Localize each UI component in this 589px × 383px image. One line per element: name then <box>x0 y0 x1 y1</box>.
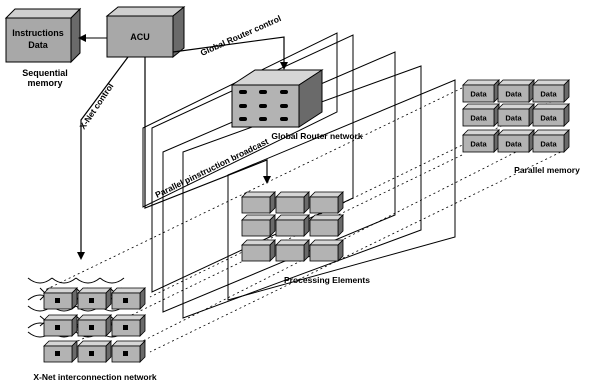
processing-element <box>309 244 339 262</box>
acu-label: ACU <box>130 32 150 42</box>
processing-element <box>309 219 339 237</box>
sequential-label: Sequential <box>22 68 68 78</box>
parallel-broadcast-label: Parallel pinstruction broadcast <box>153 136 270 200</box>
memory-cell: Data <box>505 90 522 99</box>
processing-element <box>241 219 271 237</box>
memory-cell: Data <box>540 140 557 149</box>
processing-element <box>309 196 339 214</box>
xnet-control-arrow <box>77 56 129 260</box>
data-label: Data <box>28 40 49 50</box>
memory-cell: Data <box>470 90 487 99</box>
memory-cell: Data <box>540 90 557 99</box>
acu-block: ACU <box>105 5 186 59</box>
memory-cell: Data <box>470 140 487 149</box>
global-router-cube <box>230 69 324 128</box>
processing-element <box>275 244 305 262</box>
router-ports <box>239 90 288 121</box>
plane-1 <box>142 32 338 208</box>
memory-cell: Data <box>540 114 557 123</box>
processing-element <box>275 219 305 237</box>
processing-element <box>241 244 271 262</box>
pe-grid <box>241 191 344 262</box>
processing-element <box>275 196 305 214</box>
memory-cell: Data <box>505 140 522 149</box>
plane-4 <box>182 65 422 319</box>
xnet-network <box>27 277 146 363</box>
memory-cell: Data <box>505 114 522 123</box>
processing-elements-label: Processing Elements <box>284 275 370 285</box>
xnet-network-label: X-Net interconnection network <box>33 372 157 382</box>
memory-label: memory <box>27 78 62 88</box>
instructions-label: Instructions <box>12 28 64 38</box>
global-router-control-arrow <box>172 36 288 70</box>
processing-element <box>241 196 271 214</box>
plane-5 <box>227 79 456 301</box>
parallel-memory-label: Parallel memory <box>514 165 580 175</box>
xnet-control-label: X-Net control <box>77 81 115 131</box>
instructions-data-block: Instructions Data <box>4 7 82 64</box>
global-router-network-label: Global Router network <box>271 131 362 141</box>
parallel-memory-grid: Data Data Data Data Data Data Data Data … <box>462 79 570 153</box>
memory-cell: Data <box>470 114 487 123</box>
global-router-control-label: Global Router control <box>199 13 283 58</box>
parallel-broadcast-arrow <box>144 57 271 209</box>
